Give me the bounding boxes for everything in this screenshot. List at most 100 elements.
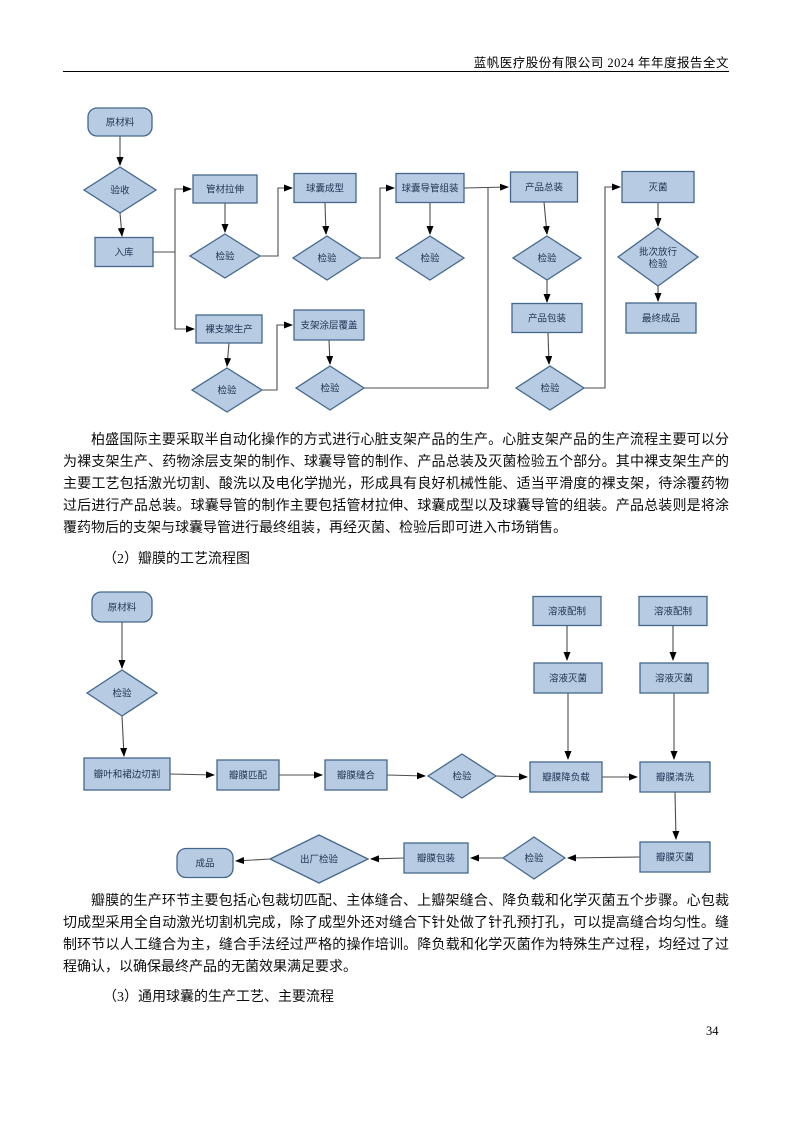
- process-shape: [176, 847, 234, 879]
- node-valve-cleaning: 瓣膜清洗: [639, 761, 711, 793]
- process-shape: [529, 761, 603, 793]
- node-label: 产品总装: [525, 182, 564, 194]
- node-sterilization: 灭菌: [621, 170, 695, 204]
- node-label: 溶液配制: [654, 606, 692, 618]
- node-final-product: 最终成品: [625, 302, 697, 334]
- heading-valve-flowchart: （2）瓣膜的工艺流程图: [63, 549, 729, 571]
- header-rule: [63, 71, 729, 72]
- flow-connector: [235, 857, 271, 865]
- node-label: 原材料: [108, 602, 137, 614]
- node-product-packaging: 产品包装: [511, 302, 583, 334]
- node-batch-release-inspection: 批次放行检验: [616, 227, 700, 287]
- node-label: 瓣膜包装: [417, 853, 456, 865]
- flow-connector: [260, 184, 293, 257]
- process-shape: [625, 302, 697, 334]
- node-balloon-forming: 球囊成型: [293, 172, 357, 204]
- process-shape: [639, 662, 709, 694]
- flow-connector: [584, 183, 621, 389]
- decision-shape: [85, 669, 159, 717]
- node-label: 验收: [110, 185, 130, 197]
- node-label: 最终成品: [642, 313, 680, 325]
- process-shape: [87, 107, 153, 137]
- node-label: 球囊成型: [306, 183, 345, 195]
- node-label: 成品: [195, 858, 214, 870]
- node-label: 瓣膜清洗: [656, 772, 695, 784]
- node-label: 瓣膜缝合: [337, 770, 376, 782]
- node-label: 检验: [540, 383, 560, 395]
- process-shape: [403, 842, 469, 874]
- node-valve-matching: 瓣膜匹配: [216, 759, 280, 791]
- node-valve-load-reduction: 瓣膜降负载: [529, 761, 603, 793]
- process-shape: [91, 591, 153, 623]
- node-label: 溶液灭菌: [655, 673, 693, 685]
- paragraph-stent-process: 柏盛国际主要采取半自动化操作的方式进行心脏支架产品的生产。心脏支架产品的生产流程…: [63, 433, 729, 536]
- node-balloon-catheter-assembly: 球囊导管组装: [395, 172, 465, 204]
- node-label: 批次放行检验: [639, 246, 678, 270]
- process-shape: [638, 595, 708, 627]
- node-inspection-3: 检验: [501, 836, 567, 880]
- node-label: 瓣膜灭菌: [656, 852, 694, 864]
- decision-shape: [394, 235, 466, 281]
- node-label: 管材拉伸: [206, 184, 244, 196]
- node-label: 溶液配制: [548, 606, 586, 618]
- node-label: 溶液灭菌: [549, 673, 587, 685]
- flow-connector: [386, 772, 426, 780]
- node-label: 入库: [114, 247, 134, 259]
- process-shape: [509, 171, 579, 203]
- node-label: 瓣膜降负载: [542, 772, 590, 784]
- decision-shape: [291, 235, 363, 281]
- node-label: 检验: [452, 771, 472, 783]
- node-label: 检验: [112, 688, 132, 700]
- flow-connector: [322, 202, 330, 235]
- node-label: 瓣膜匹配: [229, 771, 268, 782]
- node-inspection-2: 检验: [426, 753, 498, 799]
- heading-balloon-process: （3）通用球囊的生产工艺、主要流程: [63, 987, 729, 1009]
- process-shape: [94, 236, 154, 268]
- process-shape: [639, 841, 711, 873]
- header-title: 蓝帆医疗股份有限公司 2024 年年度报告全文: [473, 56, 729, 70]
- flow-connector: [224, 342, 232, 367]
- node-product-assembly: 产品总装: [509, 171, 579, 203]
- node-label: 球囊导管组装: [401, 183, 459, 195]
- node-raw-material: 原材料: [87, 107, 153, 137]
- node-label: 检验: [317, 253, 337, 265]
- decision-shape: [190, 367, 264, 413]
- flow-connector: [672, 791, 680, 840]
- flow-connector: [174, 252, 195, 333]
- process-shape: [192, 174, 258, 204]
- decision-shape: [501, 836, 567, 880]
- process-shape: [395, 172, 465, 204]
- process-shape: [216, 759, 280, 791]
- process-shape: [532, 595, 602, 627]
- flow-connector: [463, 183, 509, 191]
- decision-shape: [511, 235, 583, 281]
- decision-shape: [294, 365, 366, 411]
- node-label: 检验: [217, 385, 237, 397]
- node-label: 检验: [537, 253, 557, 265]
- node-inspection-2: 检验: [291, 235, 363, 281]
- decision-shape: [188, 233, 262, 279]
- flow-connector: [370, 855, 405, 863]
- node-inspection-3: 检验: [394, 235, 466, 281]
- process-shape: [195, 314, 263, 344]
- decision-shape: [426, 753, 498, 799]
- process-shape: [639, 761, 711, 793]
- node-acceptance-check: 验收: [82, 166, 158, 214]
- flow-connector: [361, 184, 395, 259]
- flow-connector: [153, 185, 192, 253]
- node-inspection-6: 检验: [511, 235, 583, 281]
- node-solution-sterilization-2: 溶液灭菌: [639, 662, 709, 694]
- process-shape: [83, 757, 171, 791]
- process-shape: [293, 172, 357, 204]
- node-valve-suturing: 瓣膜缝合: [324, 759, 388, 791]
- stent-production-flowchart: 原材料验收入库管材拉伸检验球囊成型检验球囊导管组装检验裸支架生产检验支架涂层覆盖…: [82, 107, 700, 413]
- flow-connector: [326, 339, 334, 365]
- heading-balloon-label: （3）通用球囊的生产工艺、主要流程: [103, 990, 334, 1005]
- flow-connector: [169, 771, 215, 779]
- process-shape: [533, 662, 603, 694]
- node-label: 支架涂层覆盖: [300, 320, 358, 332]
- node-label: 检验: [524, 853, 544, 865]
- paragraph-valve-process: 瓣膜的生产环节主要包括心包裁切匹配、主体缝合、上瓣架缝合、降负载和化学灭菌五个步…: [63, 894, 729, 975]
- process-shape: [621, 170, 695, 204]
